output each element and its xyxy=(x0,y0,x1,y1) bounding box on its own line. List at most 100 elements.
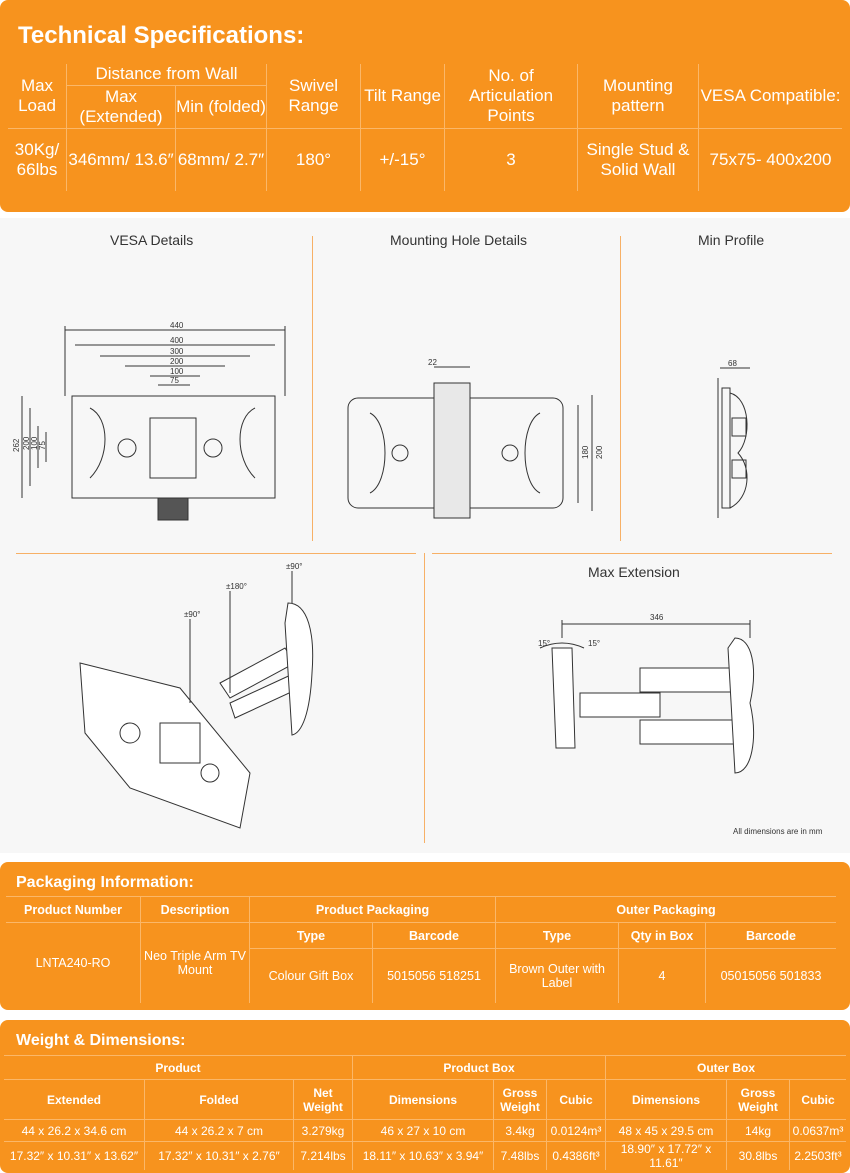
vesa-dim-100: 100 xyxy=(170,367,184,376)
extended-imperial: 17.32″ x 10.31″ x 13.62″ xyxy=(4,1141,145,1170)
barcode-header: Barcode xyxy=(372,922,496,949)
outer-barcode-header: Barcode xyxy=(705,922,836,949)
gross-imperial: 7.48lbs xyxy=(493,1141,547,1170)
box-dims-metric: 46 x 27 x 10 cm xyxy=(352,1119,494,1142)
mounting-value: Single Stud & Solid Wall xyxy=(577,128,699,191)
articulation-header: No. of Articulation Points xyxy=(444,64,578,130)
tech-specs-table: Max Load Distance from Wall Swivel Range… xyxy=(8,64,842,191)
cubic-imperial: 0.4386ft³ xyxy=(546,1141,606,1170)
extended-header: Extended xyxy=(4,1079,145,1120)
product-box-group-header: Product Box xyxy=(352,1055,606,1080)
max-extension-title: Max Extension xyxy=(588,564,680,580)
tilt-header: Tilt Range xyxy=(360,64,445,130)
vesa-dim-300: 300 xyxy=(170,347,184,356)
max-load-value: 30Kg/ 66lbs xyxy=(8,128,67,191)
description-value: Neo Triple Arm TV Mount xyxy=(140,922,250,1003)
max-extended-value: 346mm/ 13.6″ xyxy=(66,128,176,191)
outer-gross-metric: 14kg xyxy=(726,1119,790,1142)
distance-header: Distance from Wall xyxy=(66,64,267,86)
vesa-dim-200v: 200 xyxy=(22,436,31,450)
technical-drawings: VESA Details Mounting Hole Details Min P… xyxy=(0,218,850,853)
outer-dims-imperial: 18.90″ x 17.72″ x 11.61″ xyxy=(605,1141,727,1170)
product-number-header: Product Number xyxy=(6,896,141,923)
weight-table: Product Product Box Outer Box Extended F… xyxy=(4,1055,846,1170)
net-metric: 3.279kg xyxy=(293,1119,353,1142)
outer-cubic-header: Cubic xyxy=(789,1079,846,1120)
packaging-title: Packaging Information: xyxy=(16,874,194,891)
max-extension-drawing: 346 15° 15° xyxy=(538,613,755,774)
swivel-value: 180° xyxy=(266,128,361,191)
vesa-dim-75: 75 xyxy=(170,376,179,385)
outer-box-group-header: Outer Box xyxy=(605,1055,846,1080)
box-dims-imperial: 18.11″ x 10.63″ x 3.94″ xyxy=(352,1141,494,1170)
articulation-value: 3 xyxy=(444,128,578,191)
vesa-dim-440: 440 xyxy=(170,321,184,330)
net-imperial: 7.214lbs xyxy=(293,1141,353,1170)
qty-value: 4 xyxy=(618,948,706,1003)
vesa-dim-262: 262 xyxy=(12,438,21,452)
folded-header: Folded xyxy=(144,1079,294,1120)
min-profile-title: Min Profile xyxy=(698,232,765,248)
product-group-header: Product xyxy=(4,1055,353,1080)
min-profile-drawing: 68 xyxy=(717,359,750,518)
tilt-angle-left: 15° xyxy=(538,639,550,648)
outer-barcode-value: 05015056 501833 xyxy=(705,948,836,1003)
type-header: Type xyxy=(249,922,373,949)
outer-dimensions-header: Dimensions xyxy=(605,1079,727,1120)
hole-dim-180: 180 xyxy=(581,445,590,459)
angle-label-1: ±90° xyxy=(286,563,303,571)
net-weight-header: Net Weight xyxy=(293,1079,353,1120)
vesa-dim-200: 200 xyxy=(170,357,184,366)
barcode-value: 5015056 518251 xyxy=(372,948,496,1003)
vesa-dim-75v: 75 xyxy=(38,441,47,450)
qty-header: Qty in Box xyxy=(618,922,706,949)
outer-packaging-header: Outer Packaging xyxy=(495,896,836,923)
max-extended-header: Max (Extended) xyxy=(66,84,176,130)
gross-metric: 3.4kg xyxy=(493,1119,547,1142)
max-dim-346: 346 xyxy=(650,613,664,622)
type-value: Colour Gift Box xyxy=(249,948,373,1003)
outer-dims-metric: 48 x 45 x 29.5 cm xyxy=(605,1119,727,1142)
outer-gross-header: Gross Weight xyxy=(726,1079,790,1120)
hole-dim-200: 200 xyxy=(595,445,604,459)
vesa-dim-100v: 100 xyxy=(30,436,39,450)
min-folded-header: Min (folded) xyxy=(175,84,267,130)
weight-title: Weight & Dimensions: xyxy=(16,1032,186,1049)
tech-specs-title: Technical Specifications: xyxy=(18,22,305,49)
outer-cubic-imperial: 2.2503ft³ xyxy=(789,1141,846,1170)
vesa-value: 75x75- 400x200 xyxy=(698,128,842,191)
product-packaging-header: Product Packaging xyxy=(249,896,496,923)
min-dim-68: 68 xyxy=(728,359,737,368)
min-folded-value: 68mm/ 2.7″ xyxy=(175,128,267,191)
outer-type-header: Type xyxy=(495,922,619,949)
max-load-header: Max Load xyxy=(8,64,67,130)
hole-dim-22: 22 xyxy=(428,358,437,367)
gross-weight-header: Gross Weight xyxy=(493,1079,547,1120)
outer-cubic-metric: 0.0637m³ xyxy=(789,1119,846,1142)
angle-label-2: ±180° xyxy=(226,582,247,591)
tilt-value: +/-15° xyxy=(360,128,445,191)
cubic-header: Cubic xyxy=(546,1079,606,1120)
tilt-angle-right: 15° xyxy=(588,639,600,648)
dimensions-note: All dimensions are in mm xyxy=(733,827,823,836)
packaging-table: Product Number Description Product Packa… xyxy=(6,896,836,1003)
description-header: Description xyxy=(140,896,250,923)
extended-metric: 44 x 26.2 x 34.6 cm xyxy=(4,1119,145,1142)
vesa-details-drawing: 440 400 300 200 100 75 262 200 100 75 xyxy=(12,321,286,521)
angle-label-3: ±90° xyxy=(184,610,201,619)
vesa-details-title: VESA Details xyxy=(110,232,194,248)
product-number-value: LNTA240-RO xyxy=(6,922,141,1003)
mounting-hole-drawing: 22 180 200 xyxy=(347,358,604,519)
swivel-header: Swivel Range xyxy=(266,64,361,130)
outer-gross-imperial: 30.8lbs xyxy=(726,1141,790,1170)
vesa-header: VESA Compatible: xyxy=(698,64,842,130)
mounting-header: Mounting pattern xyxy=(577,64,699,130)
box-dimensions-header: Dimensions xyxy=(352,1079,494,1120)
perspective-drawing: ±90° ±180° ±90° xyxy=(79,563,314,829)
vesa-dim-400: 400 xyxy=(170,336,184,345)
folded-imperial: 17.32″ x 10.31″ x 2.76″ xyxy=(144,1141,294,1170)
folded-metric: 44 x 26.2 x 7 cm xyxy=(144,1119,294,1142)
mounting-hole-title: Mounting Hole Details xyxy=(390,232,527,248)
cubic-metric: 0.0124m³ xyxy=(546,1119,606,1142)
outer-type-value: Brown Outer with Label xyxy=(495,948,619,1003)
